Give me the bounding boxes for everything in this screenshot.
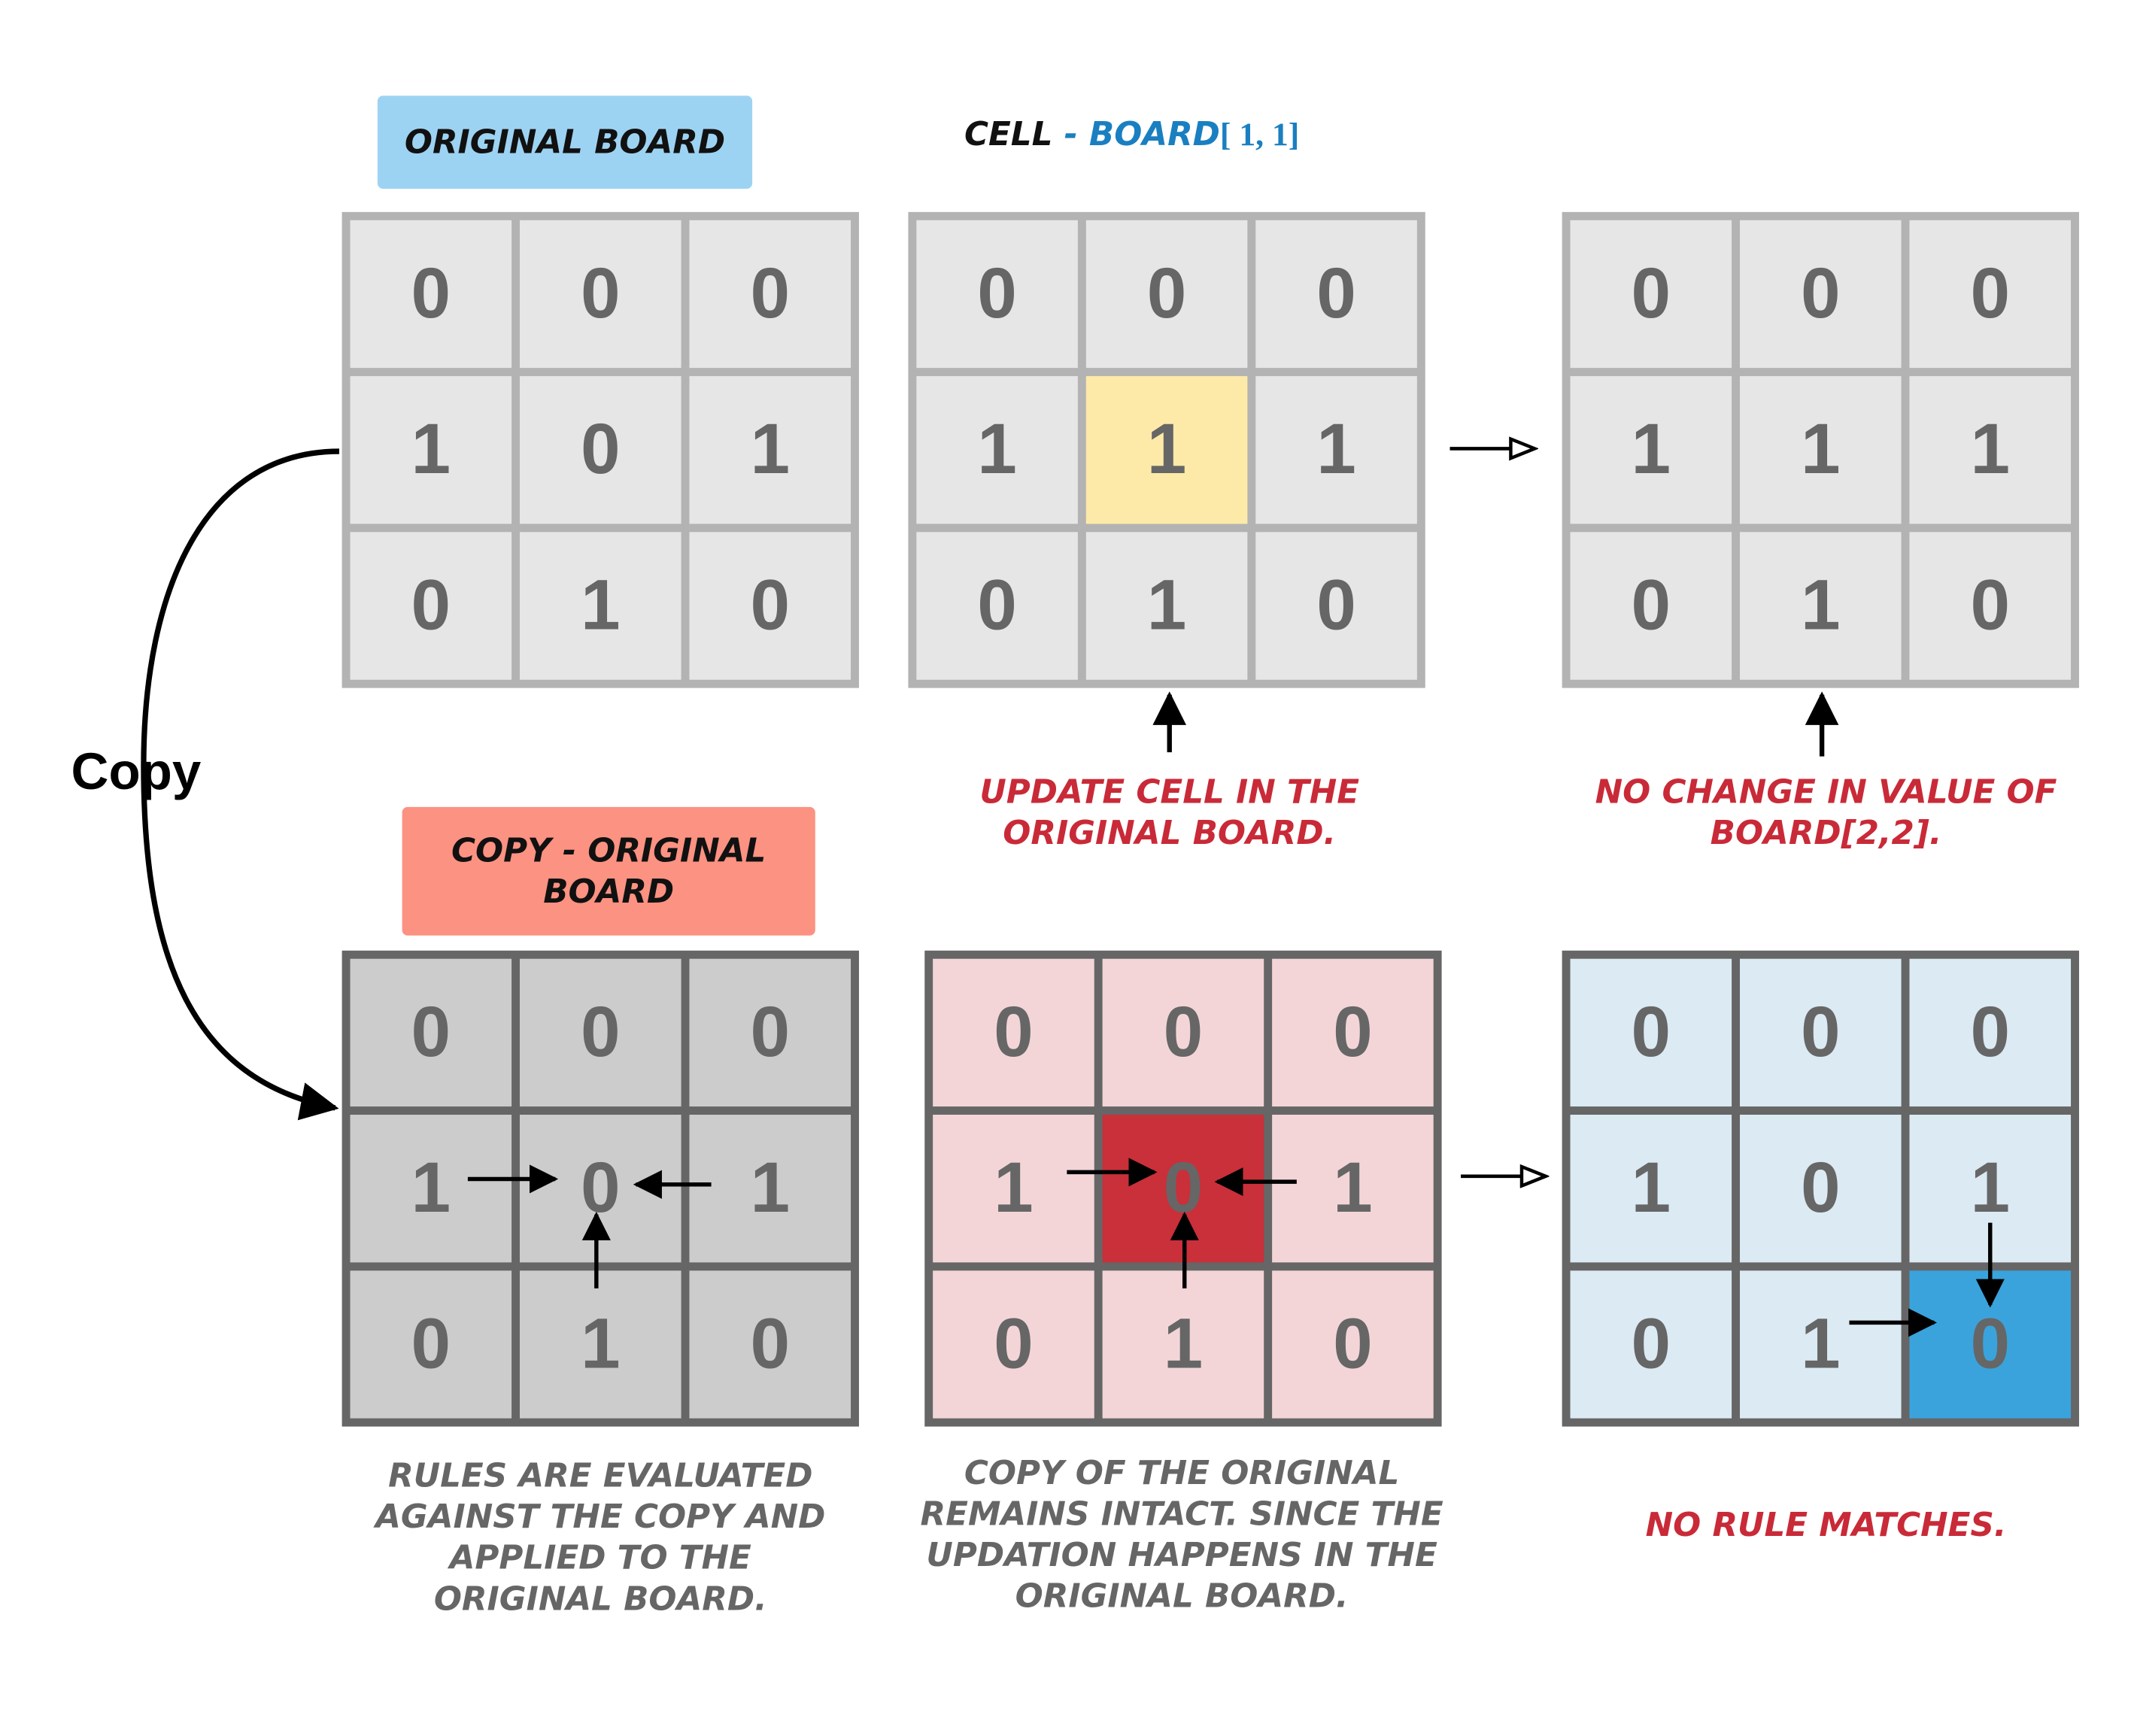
grid-cell: 0: [916, 532, 1078, 680]
grid-cell: 1: [1085, 532, 1248, 680]
copy-intact-caption-line: COPY OF THE ORIGINAL: [964, 1453, 1400, 1492]
grid-cell: 1: [1570, 1114, 1732, 1263]
grid-cell: 0: [933, 958, 1094, 1107]
rules-caption-line: APPLIED TO THE: [449, 1538, 751, 1577]
copy-intact-caption-line: ORIGINAL BOARD.: [1015, 1577, 1349, 1616]
grid-cell: 1: [519, 1270, 681, 1419]
copy-curve-arrow: [141, 448, 339, 1121]
update-cell-caption-line: UPDATE CELL IN THE: [979, 772, 1360, 812]
grid-cell: 0: [1909, 532, 2072, 680]
grid-cell: 1: [350, 1114, 512, 1263]
grid-cell: 1: [350, 376, 512, 524]
grid-cell: 0: [1085, 220, 1248, 369]
cell-label-dash: -: [1052, 114, 1089, 153]
copy-intact-caption: COPY OF THE ORIGINAL REMAINS INTACT. SIN…: [889, 1452, 1474, 1616]
grid-cell: 0: [1740, 220, 1902, 369]
cell-label: CELL - BOARD[ 1, 1]: [964, 115, 1299, 155]
cell-label-board: BOARD: [1088, 114, 1220, 153]
no-change-caption-line: BOARD[2,2].: [1573, 812, 2079, 854]
original-board-label-text: ORIGINAL BOARD: [404, 123, 726, 162]
grid-cell: 0: [933, 1270, 1094, 1419]
grid-cell: 1: [1570, 376, 1732, 524]
grid-cell: 0: [689, 220, 851, 369]
grid-cell: 0: [1740, 1114, 1902, 1263]
no-rule-caption: NO RULE MATCHES.: [1573, 1504, 2079, 1546]
copy-arrow-label: Copy: [68, 744, 204, 803]
grid-cell: 0: [689, 958, 851, 1107]
copy-board-label-line: BOARD: [543, 873, 675, 912]
grid-cell: 1: [1909, 376, 2072, 524]
grid-cell: 1: [1740, 532, 1902, 680]
copy-intact-caption-line: REMAINS INTACT. SINCE THE: [920, 1495, 1443, 1534]
grid-cell: 0: [519, 376, 681, 524]
no-change-caption-line: NO CHANGE IN VALUE OF: [1595, 772, 2057, 812]
cell-label-index: [ 1, 1]: [1219, 117, 1300, 153]
rules-evaluated-caption: RULES ARE EVALUATED AGAINST THE COPY AND…: [342, 1455, 859, 1619]
rules-caption-line: RULES ARE EVALUATED: [388, 1456, 813, 1495]
grid-cell: 1: [1085, 376, 1248, 524]
grid-cell: 0: [1570, 220, 1732, 369]
grid-cell: 0: [350, 1270, 512, 1419]
grid-cell: 1: [1272, 1114, 1434, 1263]
copy-intact-caption-line: UPDATION HAPPENS IN THE: [926, 1536, 1437, 1574]
grid-cell: 0: [1570, 958, 1732, 1107]
grid-cell: 1: [1740, 1270, 1902, 1419]
cell-label-prefix: CELL: [964, 114, 1053, 153]
grid-cell: 0: [689, 1270, 851, 1419]
no-change-board: BOARD[2,2].: [1710, 813, 1942, 852]
no-rule-caption-line: NO RULE MATCHES.: [1645, 1506, 2007, 1544]
grid-cell: 0: [1909, 220, 2072, 369]
grid-cell: 1: [689, 376, 851, 524]
grid-cell: 0: [1909, 958, 2072, 1107]
grid-cell: 0: [1272, 958, 1434, 1107]
grid-cell: 0: [1740, 958, 1902, 1107]
grid-cell: 1: [689, 1114, 851, 1263]
rules-caption-line: ORIGINAL BOARD.: [433, 1580, 767, 1619]
grid-cell: 1: [1102, 1270, 1264, 1419]
no-change-caption: NO CHANGE IN VALUE OF BOARD[2,2].: [1573, 772, 2079, 854]
copy-board-label: COPY - ORIGINAL BOARD: [402, 806, 815, 936]
copy-board-label-line: COPY - ORIGINAL: [451, 831, 766, 870]
grid-cell: 0: [350, 532, 512, 680]
grid-cell: 0: [350, 220, 512, 369]
grid-cell: 1: [1255, 376, 1417, 524]
grid-cell: 0: [1570, 532, 1732, 680]
update-cell-caption: UPDATE CELL IN THE ORIGINAL BOARD.: [930, 772, 1409, 854]
grid-cell: 0: [350, 958, 512, 1107]
grid-cell: 1: [916, 376, 1078, 524]
grid-cell: 1: [933, 1114, 1094, 1263]
grid-cell: 0: [519, 958, 681, 1107]
rules-caption-line: AGAINST THE COPY AND: [375, 1498, 826, 1537]
update-cell-caption-line: ORIGINAL BOARD.: [1003, 813, 1337, 852]
original-board-label: ORIGINAL BOARD: [377, 96, 753, 189]
grid-cell: 0: [1102, 958, 1264, 1107]
grid-cell: 0: [1255, 532, 1417, 680]
grid-cell: 0: [1272, 1270, 1434, 1419]
grid-cell: 0: [519, 220, 681, 369]
grid-cell: 0: [916, 220, 1078, 369]
grid-cell: 1: [519, 532, 681, 680]
grid-cell: 0: [689, 532, 851, 680]
grid-cell: 0: [1570, 1270, 1732, 1419]
grid-cell: 0: [1255, 220, 1417, 369]
grid-cell: 1: [1740, 376, 1902, 524]
